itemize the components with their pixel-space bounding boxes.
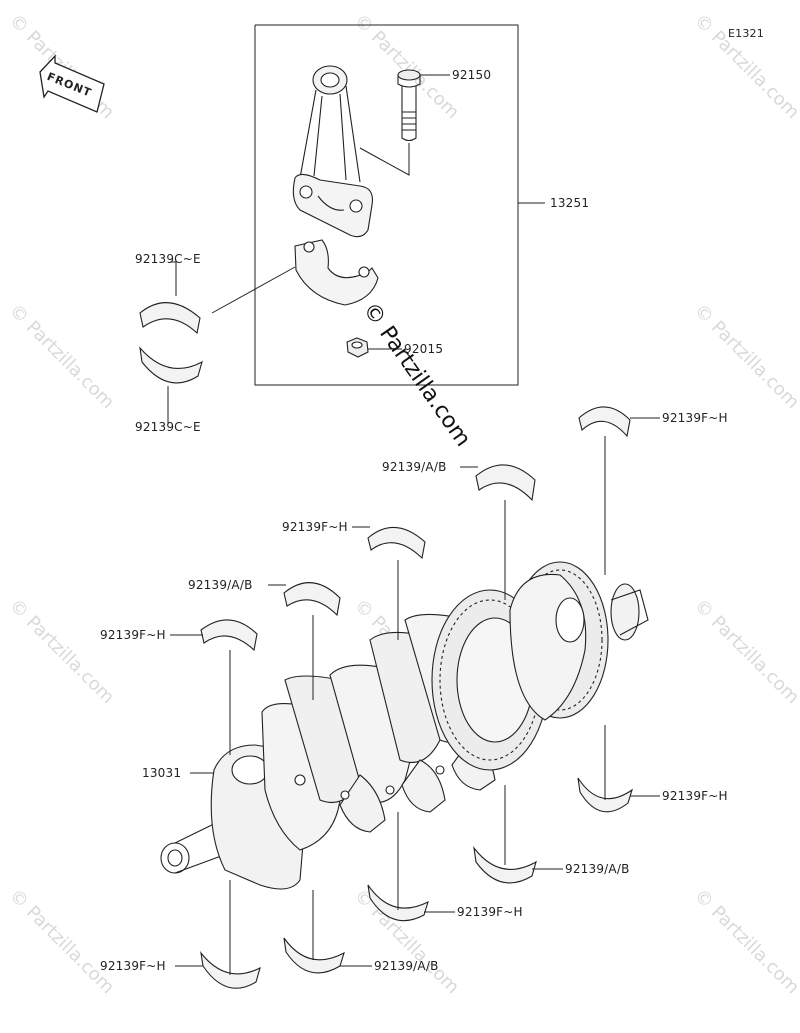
crank-gear-rear (510, 562, 648, 720)
assembly-box-13251 (255, 25, 518, 385)
diagram-ref-code: E1321 (728, 27, 764, 40)
label-92139AB-3: 92139/A/B (188, 578, 253, 592)
front-arrow-icon (40, 56, 104, 112)
label-92139AB-1: 92139/A/B (382, 460, 447, 474)
label-92150: 92150 (452, 68, 492, 82)
label-92139FH-bottom-left: 92139F~H (100, 959, 166, 973)
label-92015: 92015 (404, 342, 444, 356)
label-92139FH-right-top: 92139F~H (662, 411, 728, 425)
label-92139CE-bottom: 92139C~E (135, 420, 201, 434)
rod-bearing-lower (140, 348, 202, 383)
label-92139FH-right-bottom: 92139F~H (662, 789, 728, 803)
label-13251: 13251 (550, 196, 590, 210)
con-rod-nut (347, 338, 368, 357)
label-92139CE-top: 92139C~E (135, 252, 201, 266)
main-bearing-lower (201, 778, 632, 988)
label-92139FH-lower-mid: 92139F~H (457, 905, 523, 919)
con-rod-bolt (398, 70, 420, 141)
label-92139FH-2: 92139F~H (282, 520, 348, 534)
label-92139AB-bottom-mid: 92139/A/B (374, 959, 439, 973)
rod-bearing-upper (140, 303, 200, 333)
label-92139FH-left: 92139F~H (100, 628, 166, 642)
main-bearing (201, 407, 630, 650)
connecting-rod (293, 66, 372, 237)
label-92139AB-lower-right: 92139/A/B (565, 862, 630, 876)
con-rod-cap (295, 240, 378, 305)
label-13031: 13031 (142, 766, 182, 780)
